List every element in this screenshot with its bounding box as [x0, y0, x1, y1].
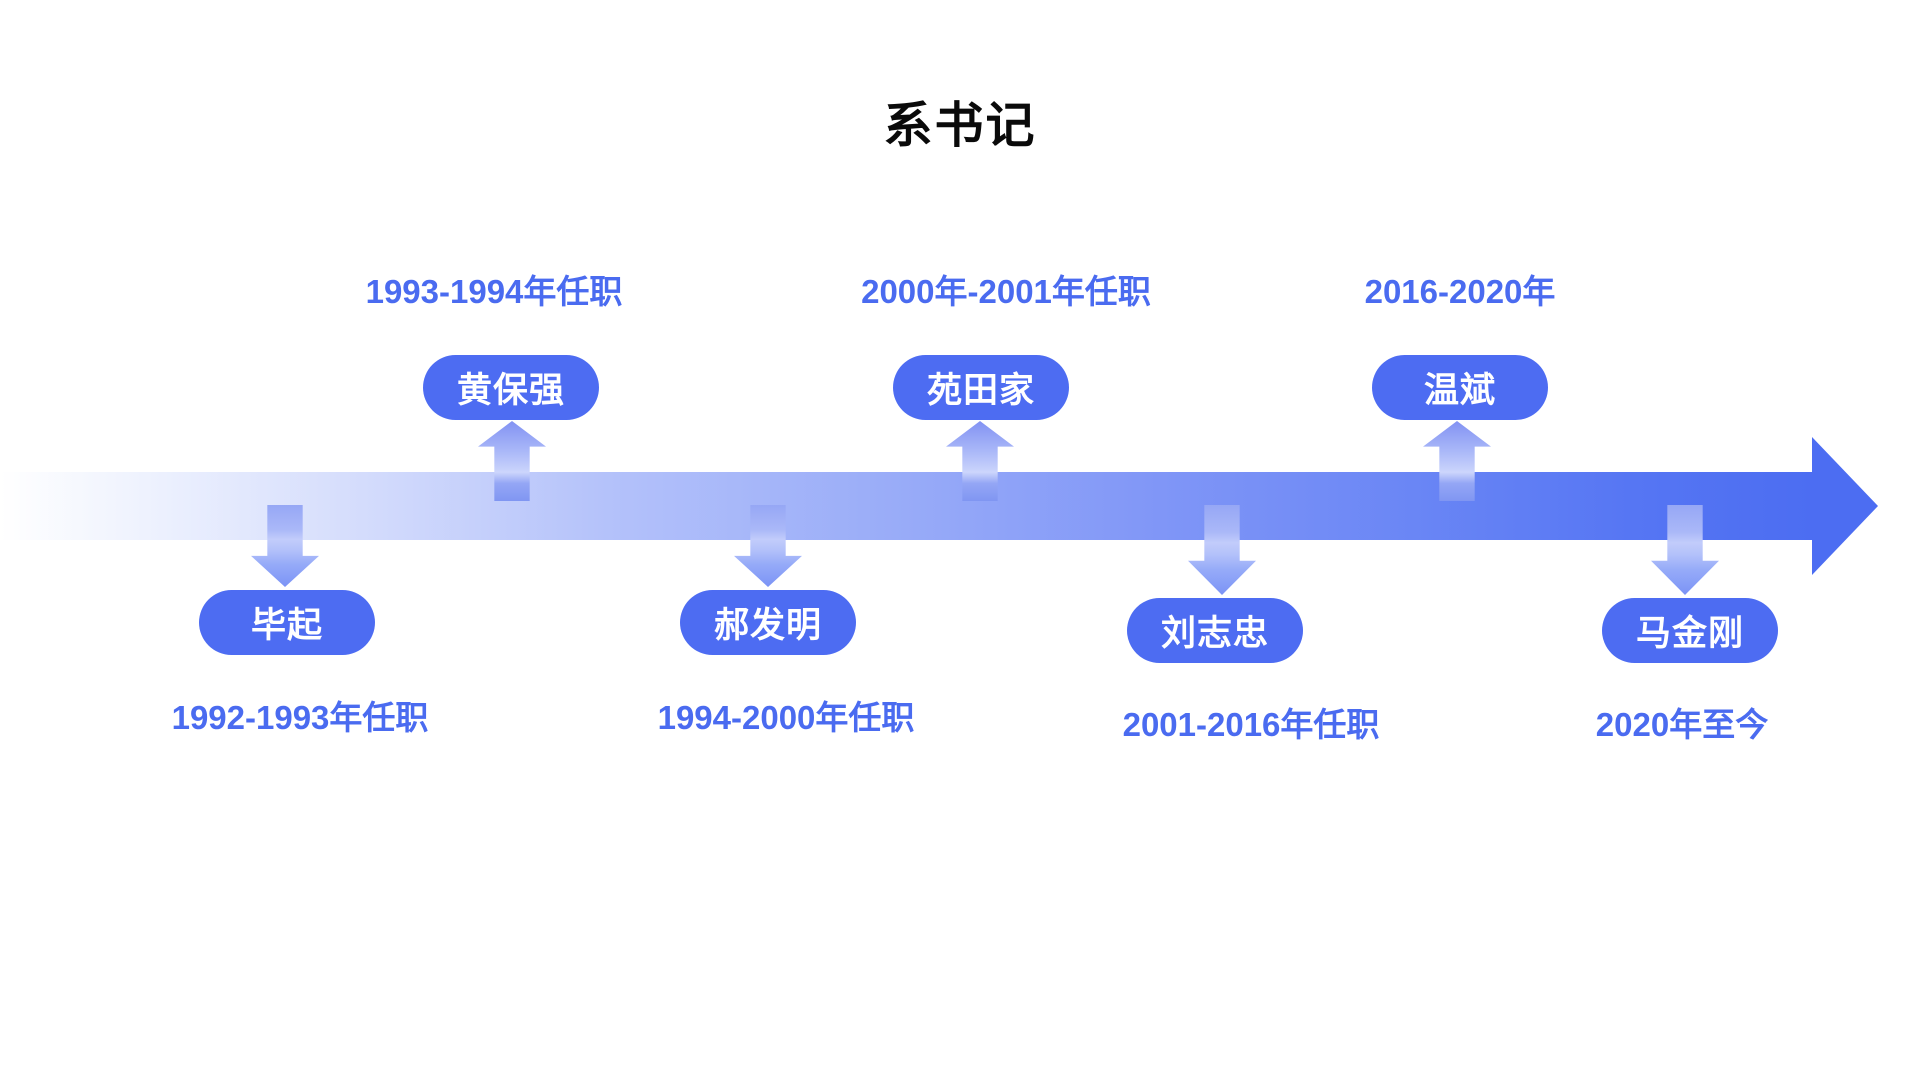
timeline-period-label: 2001-2016年任职	[1122, 706, 1380, 743]
timeline-period-label: 2000年-2001年任职	[861, 273, 1151, 310]
timeline-node-name: 郝发明	[680, 590, 856, 655]
timeline-period-label: 2020年至今	[1595, 706, 1769, 743]
timeline-period-label: 2016-2020年	[1364, 273, 1556, 310]
timeline-period-label: 1992-1993年任职	[171, 699, 429, 736]
timeline-node-name: 黄保强	[423, 355, 599, 420]
timeline-node-name: 毕起	[199, 590, 375, 655]
timeline-node-name: 苑田家	[893, 355, 1069, 420]
page-title: 系书记	[883, 99, 1037, 153]
timeline-node-name: 马金刚	[1602, 598, 1778, 663]
timeline-arrow-head-icon	[1812, 437, 1878, 575]
timeline-node-name: 刘志忠	[1127, 598, 1303, 663]
timeline-period-label: 1994-2000年任职	[657, 699, 915, 736]
timeline-period-label: 1993-1994年任职	[365, 273, 623, 310]
timeline-node-name: 温斌	[1372, 355, 1548, 420]
